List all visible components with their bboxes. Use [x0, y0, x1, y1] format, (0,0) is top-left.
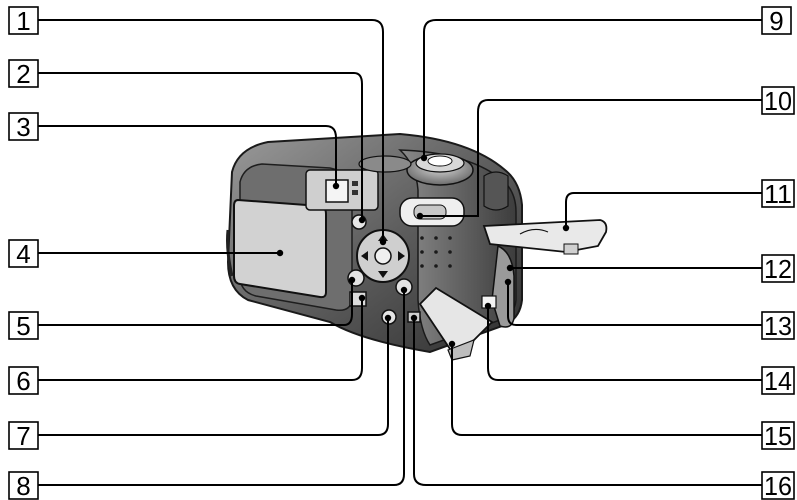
leader-11 — [565, 192, 762, 226]
leader-6 — [38, 300, 363, 381]
leader-lines — [38, 19, 762, 486]
label-2-text: 2 — [16, 59, 30, 89]
label-9: 9 — [761, 6, 792, 36]
leader-13 — [507, 284, 762, 326]
label-13: 13 — [761, 311, 795, 341]
leader-2 — [38, 72, 363, 218]
label-1-text: 1 — [16, 6, 30, 36]
label-14: 14 — [761, 366, 795, 396]
label-10-text: 10 — [764, 86, 792, 116]
label-16-text: 16 — [764, 471, 792, 500]
label-7-text: 7 — [16, 421, 30, 451]
label-3: 3 — [8, 112, 39, 142]
battery-cover — [418, 286, 494, 354]
label-11-text: 11 — [764, 179, 792, 209]
label-1: 1 — [8, 6, 39, 36]
lcd-screen — [233, 198, 327, 299]
label-11: 11 — [761, 179, 795, 209]
label-8: 8 — [8, 471, 39, 500]
camera-illustration — [226, 132, 608, 361]
leader-7 — [38, 320, 389, 436]
leader-15 — [451, 346, 762, 436]
label-15-text: 15 — [764, 421, 792, 451]
label-12-text: 12 — [764, 254, 792, 284]
leader-16 — [413, 320, 762, 486]
label-16: 16 — [761, 471, 795, 500]
label-5-text: 5 — [16, 311, 30, 341]
leader-14 — [487, 308, 762, 381]
label-boxes: 1 2 3 4 5 6 7 8 9 10 11 12 13 14 15 16 — [8, 6, 795, 500]
label-12: 12 — [761, 254, 795, 284]
label-3-text: 3 — [16, 112, 30, 142]
leader-3 — [38, 125, 337, 184]
label-4-text: 4 — [16, 239, 30, 269]
speaker-grid — [420, 236, 452, 268]
leader-8 — [38, 292, 405, 486]
leader-9 — [423, 19, 762, 156]
leader-5 — [38, 282, 353, 326]
label-9-text: 9 — [769, 6, 783, 36]
label-6: 6 — [8, 366, 39, 396]
label-14-text: 14 — [764, 366, 792, 396]
label-8-text: 8 — [16, 471, 30, 500]
label-7: 7 — [8, 421, 39, 451]
label-4: 4 — [8, 239, 39, 269]
leader-10 — [422, 99, 762, 217]
label-5: 5 — [8, 311, 39, 341]
label-2: 2 — [8, 59, 39, 89]
label-10: 10 — [761, 86, 795, 116]
label-13-text: 13 — [764, 311, 792, 341]
label-15: 15 — [761, 421, 795, 451]
label-6-text: 6 — [16, 366, 30, 396]
leader-1 — [38, 19, 384, 240]
